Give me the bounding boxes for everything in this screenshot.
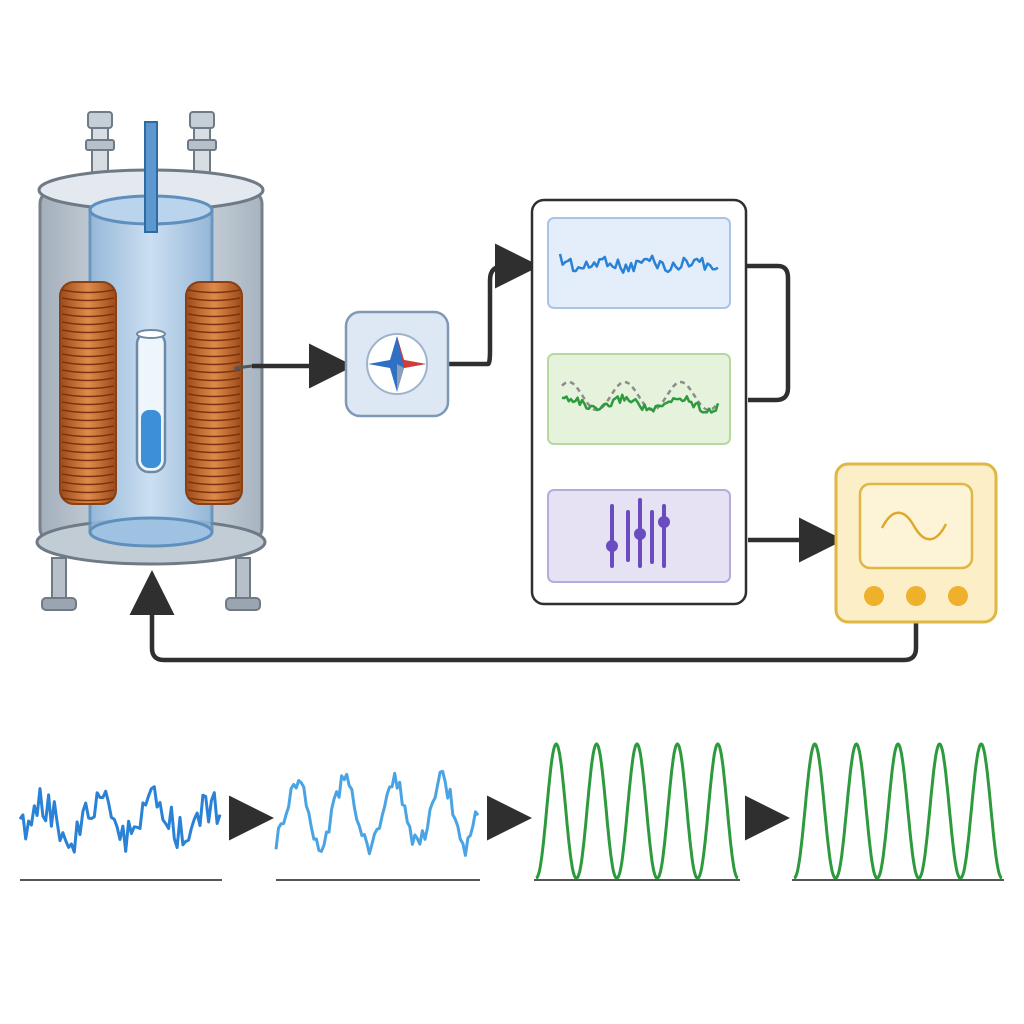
coil-winding [61, 305, 115, 310]
waveform-noisy [18, 785, 222, 881]
coil-winding [187, 393, 241, 398]
right-valve-icon [187, 111, 217, 175]
coil-winding [61, 489, 115, 494]
coil-winding [187, 329, 241, 334]
coil-winding [61, 329, 115, 334]
coil-winding [61, 425, 115, 430]
coil-winding [61, 345, 115, 350]
coil-winding [187, 465, 241, 470]
coil-winding [187, 321, 241, 326]
coil-winding [61, 393, 115, 398]
clean-waveform-icon [793, 742, 1003, 880]
stage-raw-signal [547, 217, 731, 309]
coil-winding [61, 385, 115, 390]
processor-panel [530, 198, 748, 606]
waveform-final [792, 742, 1004, 881]
coil-winding [187, 425, 241, 430]
coil-winding [187, 361, 241, 366]
coil-winding [61, 449, 115, 454]
fitted-waveform-icon [561, 393, 720, 414]
clean-waveform-icon [535, 742, 739, 880]
coil-winding [187, 345, 241, 350]
probe-rod [144, 121, 158, 233]
coil-winding [61, 473, 115, 478]
coil-winding [61, 313, 115, 318]
coil-winding [187, 401, 241, 406]
arrow-adc-to-processor [448, 243, 540, 367]
equalizer-sliders-icon [606, 498, 670, 568]
coil-winding [61, 465, 115, 470]
coil-winding [61, 457, 115, 462]
coil-winding [187, 297, 241, 302]
coil-winding [61, 497, 115, 502]
sample-tube [135, 329, 167, 474]
partial-waveform-icon [274, 769, 480, 857]
flow-arrows [129, 243, 919, 663]
output-monitor [834, 462, 998, 624]
coil-winding [61, 417, 115, 422]
coil-winding [61, 369, 115, 374]
coil-winding [61, 353, 115, 358]
coil-winding [187, 353, 241, 358]
coil-winding [187, 481, 241, 486]
coil-winding [61, 337, 115, 342]
output-knob-1 [864, 586, 884, 606]
coil-winding [187, 409, 241, 414]
coil-winding [61, 441, 115, 446]
coil-winding [187, 497, 241, 502]
coil-winding [61, 409, 115, 414]
coil-winding [187, 433, 241, 438]
adc-module [344, 310, 450, 418]
coil-winding [187, 417, 241, 422]
coil-winding [187, 337, 241, 342]
arrow-output-feedback [129, 570, 919, 663]
coil-winding [61, 361, 115, 366]
coil-winding [61, 377, 115, 382]
output-knob-3 [948, 586, 968, 606]
stage-reference-fit [547, 353, 731, 445]
coil-winding [187, 313, 241, 318]
coil-winding [187, 449, 241, 454]
right-rf-coil [185, 281, 243, 505]
coil-winding [61, 321, 115, 326]
cryostat-vessel [35, 111, 267, 611]
reference-waveform-icon [561, 380, 719, 412]
coil-winding [187, 489, 241, 494]
left-rf-coil [59, 281, 117, 505]
coil-winding [187, 385, 241, 390]
waveform-clean [534, 742, 740, 881]
waveform-strip [18, 742, 1004, 881]
coil-winding [61, 401, 115, 406]
vessel-legs [41, 557, 261, 611]
stage-filter-controls [547, 489, 731, 583]
output-knob-2 [906, 586, 926, 606]
coil-winding [61, 433, 115, 438]
coil-winding [61, 297, 115, 302]
waveform-partial [274, 769, 480, 881]
noisy-waveform-icon [18, 785, 222, 854]
coil-winding [187, 305, 241, 310]
coil-winding [61, 481, 115, 486]
left-valve-icon [85, 111, 115, 175]
coil-winding [187, 377, 241, 382]
coil-winding [187, 473, 241, 478]
coil-winding [61, 289, 115, 294]
coil-winding [187, 457, 241, 462]
coil-winding [187, 289, 241, 294]
red-blue-diamond-icon [368, 336, 426, 392]
noisy-waveform-icon [558, 253, 719, 274]
arrow-feedback-right [734, 263, 791, 403]
sine-wave-monitor-icon [880, 511, 948, 541]
coil-winding [187, 441, 241, 446]
